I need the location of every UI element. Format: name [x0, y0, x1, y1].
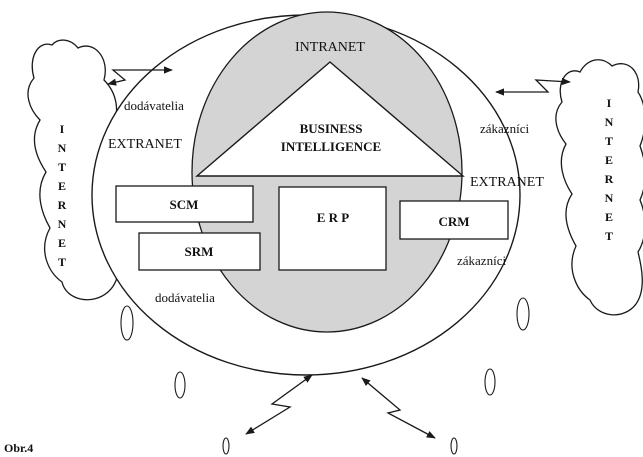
internet-label-right: I N T E R N E T — [605, 96, 614, 243]
srm-box — [138, 232, 261, 271]
internet-letter: E — [605, 153, 613, 167]
crm-box — [399, 200, 509, 240]
extranet-label-right: EXTRANET — [470, 175, 544, 190]
link-arrow-top-right — [495, 77, 571, 96]
internet-label-left: I N T E R N E T — [58, 122, 67, 269]
business-intelligence-triangle — [195, 61, 465, 177]
drop-shape — [174, 371, 186, 399]
drop-shape — [222, 437, 230, 455]
internet-letter: E — [58, 236, 66, 250]
internet-letter: N — [58, 217, 67, 231]
erp-label: E R P — [317, 210, 350, 225]
internet-letter: R — [605, 172, 614, 186]
drop-shape — [120, 305, 134, 341]
link-arrow-bottom-right — [361, 377, 436, 439]
suppliers-label-top: dodávatelia — [124, 98, 184, 113]
drop-shape — [450, 437, 458, 455]
erp-box — [278, 186, 387, 271]
bi-label-line2: INTELLIGENCE — [281, 139, 381, 154]
extranet-label-left: EXTRANET — [108, 137, 182, 152]
internet-letter: T — [605, 229, 613, 243]
internet-cloud-right — [555, 59, 643, 316]
crm-label: CRM — [438, 214, 469, 229]
drop-shape — [516, 297, 530, 331]
link-arrow-bottom-left — [245, 374, 313, 435]
internet-letter: T — [605, 134, 613, 148]
intranet-label: INTRANET — [295, 40, 365, 55]
customers-label-bottom: zákazníci — [457, 253, 506, 268]
scm-box — [115, 185, 254, 223]
figure-caption: Obr.4 — [4, 441, 33, 455]
internet-letter: N — [58, 141, 67, 155]
internet-letter: N — [605, 191, 614, 205]
internet-letter: E — [58, 179, 66, 193]
suppliers-label-bottom: dodávatelia — [155, 290, 215, 305]
link-arrow-top-left — [107, 66, 173, 86]
customers-label-top: zákazníci — [480, 121, 529, 136]
internet-letter: R — [58, 198, 67, 212]
internet-letter: E — [605, 210, 613, 224]
internet-letter: I — [60, 122, 65, 136]
drop-shape — [484, 368, 496, 396]
internet-letter: N — [605, 115, 614, 129]
internet-letter: T — [58, 255, 66, 269]
bi-label-line1: BUSINESS — [300, 121, 363, 136]
srm-label: SRM — [185, 244, 214, 259]
internet-letter: I — [607, 96, 612, 110]
scm-label: SCM — [170, 197, 199, 212]
internet-letter: T — [58, 160, 66, 174]
